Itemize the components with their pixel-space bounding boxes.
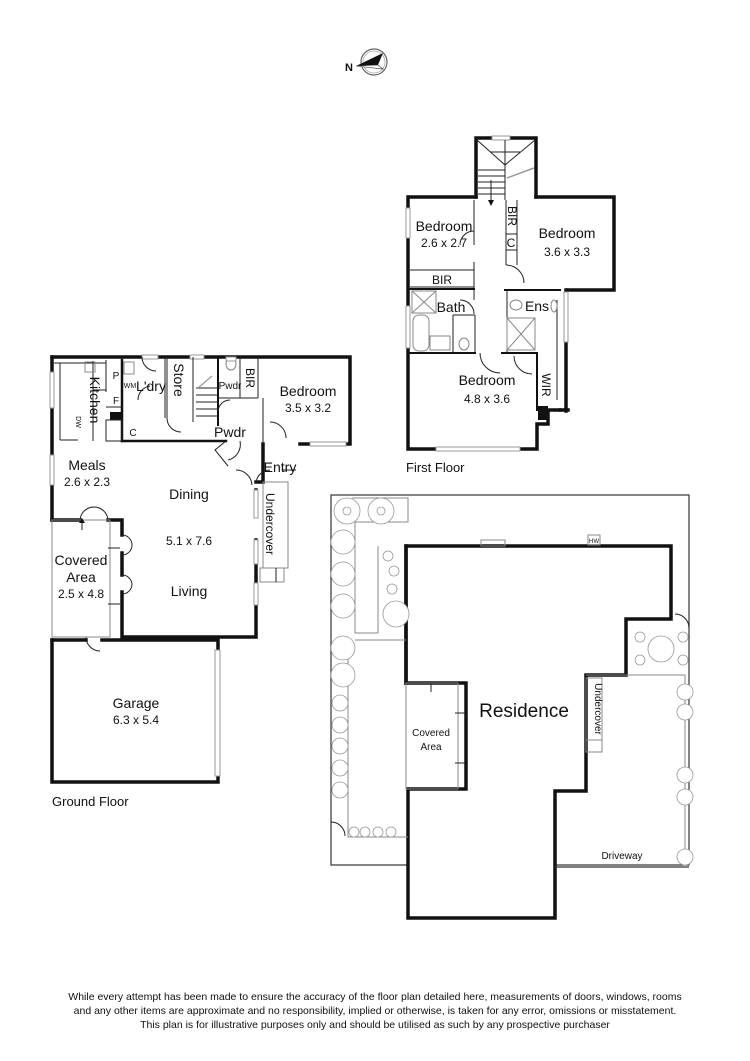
room-ground-bedroom-dims: 3.5 x 3.2: [285, 401, 331, 415]
ground-floor-title: Ground Floor: [52, 794, 129, 809]
room-store-label: Store: [171, 363, 187, 397]
site-undercover-label: Undercover: [592, 683, 603, 735]
room-entry-label: Entry: [264, 459, 297, 475]
room-undercover-label: Undercover: [263, 493, 277, 555]
room-bir-second-label: BIR: [505, 206, 519, 226]
room-living-label: Living: [171, 583, 208, 599]
room-closet-label: C: [507, 236, 516, 250]
room-bedroom-3-label: Bedroom: [539, 225, 596, 241]
compass-north-label: N: [345, 62, 353, 74]
room-pwdr-hall-label: Pwdr: [214, 424, 246, 440]
hot-water-label: HW: [589, 539, 599, 545]
room-bir-ground-label: BIR: [243, 368, 257, 388]
site-covered-label-2: Area: [420, 742, 442, 753]
room-bedroom-2-label: Bedroom: [416, 218, 473, 234]
room-meals-dims: 2.6 x 2.3: [64, 475, 110, 489]
disclaimer-line-3: This plan is for illustrative purposes o…: [140, 1019, 610, 1031]
room-pantry-label: P: [113, 371, 120, 382]
room-closet-ground-label: C: [129, 428, 136, 439]
site-covered-label: Covered: [412, 728, 450, 739]
ground-floor-plan: Kitchen Meals 2.6 x 2.3 Dining Living 5.…: [49, 354, 352, 809]
room-pwdr-label: Pwdr: [219, 381, 242, 392]
driveway-label: Driveway: [601, 851, 642, 862]
disclaimer-line-1: While every attempt has been made to ens…: [68, 991, 682, 1003]
room-kitchen-label: Kitchen: [87, 377, 103, 424]
room-ensuite-label: Ens: [525, 298, 549, 314]
room-bath-label: Bath: [437, 299, 466, 315]
room-fridge-label: F: [113, 396, 119, 407]
first-floor-title: First Floor: [406, 460, 465, 475]
room-garage-label: Garage: [113, 695, 160, 711]
room-living-dims: 5.1 x 7.6: [166, 534, 212, 548]
room-wir-label: WIR: [539, 373, 553, 397]
room-main-bedroom-dims: 4.8 x 3.6: [464, 392, 510, 406]
room-covered-area-label-2: Area: [66, 569, 96, 585]
landscape-trees: [330, 497, 694, 866]
disclaimer: While every attempt has been made to ens…: [0, 990, 750, 1032]
room-bedroom-3-dims: 3.6 x 3.3: [544, 245, 590, 259]
room-garage-dims: 6.3 x 5.4: [113, 713, 159, 727]
room-dining-label: Dining: [169, 486, 209, 502]
room-covered-area-dims: 2.5 x 4.8: [58, 587, 104, 601]
dishwasher-label: DW: [74, 416, 81, 428]
room-ground-bedroom-label: Bedroom: [280, 383, 337, 399]
north-compass-icon: N: [345, 48, 388, 76]
room-bir-first-label: BIR: [432, 273, 452, 287]
room-meals-label: Meals: [68, 457, 105, 473]
disclaimer-line-2: and any other items are approximate and …: [73, 1005, 677, 1017]
room-bedroom-2-dims: 2.6 x 2.7: [421, 236, 467, 250]
residence-label: Residence: [479, 701, 569, 722]
room-main-bedroom-label: Bedroom: [459, 372, 516, 388]
room-covered-area-label: Covered: [55, 552, 108, 568]
first-floor-plan: Bedroom 2.6 x 2.7 Bedroom 3.6 x 3.3 Bedr…: [405, 135, 616, 475]
washing-machine-label: WM: [124, 383, 137, 390]
staircase: [476, 139, 536, 206]
site-plan: HW: [330, 494, 694, 920]
room-laundry-label: L'dry: [136, 378, 166, 394]
